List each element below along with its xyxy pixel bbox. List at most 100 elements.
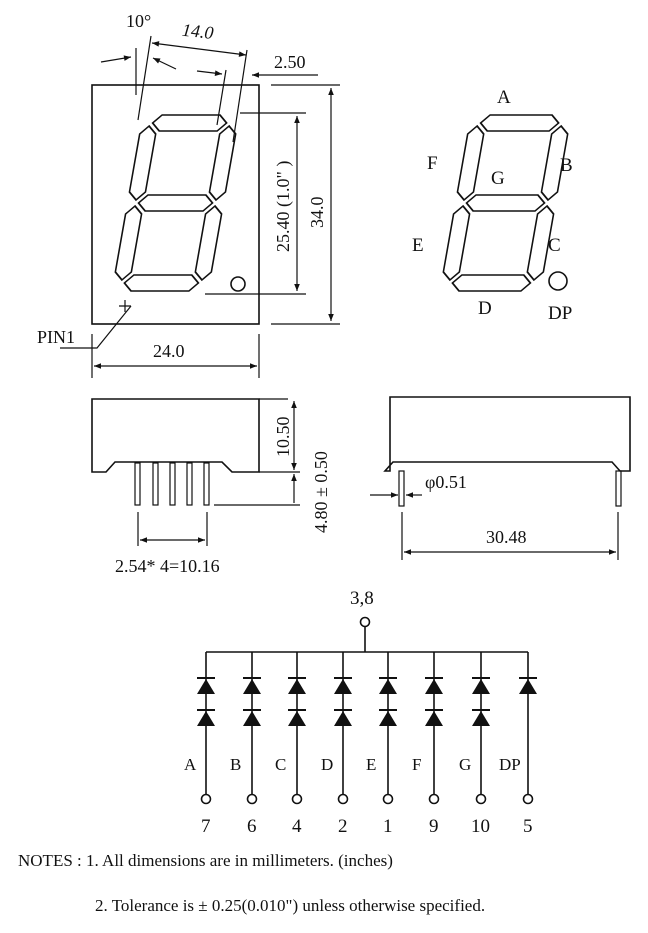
pin-diameter-label: φ0.51 <box>425 472 467 492</box>
circuit-column-g: G 10 <box>459 652 490 837</box>
circuit-column-dp: DP5 <box>499 652 537 837</box>
pin-number-label: 9 <box>429 816 439 837</box>
segment-g <box>137 194 214 212</box>
led-diode-icon <box>425 677 443 694</box>
pin-span-extensions <box>401 512 619 560</box>
side-view: 10.50 4.80 ± 0.50 2.54* 4=10.16 <box>91 398 331 576</box>
side-body-outline <box>91 398 260 473</box>
led-diode-icon <box>334 677 352 694</box>
segment-c <box>526 204 555 282</box>
pin-number-label: 10 <box>471 816 490 837</box>
segment-a <box>479 114 560 132</box>
led-diode-icon <box>243 709 261 726</box>
pin-terminal <box>382 793 394 805</box>
side-height-extensions <box>214 398 300 506</box>
offset-arrow <box>196 70 223 76</box>
segment-label-a: A <box>497 87 511 108</box>
pin-number-label: 6 <box>247 816 257 837</box>
end-body-outline <box>383 396 631 472</box>
end-pin-left <box>398 470 405 507</box>
pin-terminal <box>200 793 212 805</box>
pin-terminal <box>475 793 487 805</box>
side-pins <box>134 462 210 506</box>
led-diode-icon <box>197 677 215 694</box>
angle-arrow <box>100 55 132 63</box>
segment-name-label: F <box>412 755 421 774</box>
end-pin-right <box>615 470 622 507</box>
slant-line-left <box>137 35 152 121</box>
segment-b <box>540 124 569 202</box>
segment-name-label: C <box>275 755 286 774</box>
segment-label-f: F <box>427 153 438 174</box>
segment-label-b: B <box>560 155 573 176</box>
front-view: PIN1 10° 14.0 2.50 25.40 (1.0" ) 34.0 24… <box>37 11 340 378</box>
led-diode-icon <box>243 677 261 694</box>
segment-label-e: E <box>412 235 424 256</box>
segment-label-dp: DP <box>548 303 572 324</box>
pin1-label: PIN1 <box>37 327 75 347</box>
pin-span-label: 30.48 <box>486 527 527 547</box>
led-diode-icon <box>379 709 397 726</box>
led-diode-icon <box>334 709 352 726</box>
segment-b <box>208 124 237 202</box>
pin-terminal <box>291 793 303 805</box>
body-height-label: 34.0 <box>307 197 327 229</box>
segment-d <box>123 274 200 292</box>
body-width-ext-left <box>91 334 260 378</box>
circuit-column-c: C4 <box>275 652 306 837</box>
pin-length-label: 4.80 ± 0.50 <box>311 451 331 533</box>
pin-number-label: 1 <box>383 816 393 837</box>
segment-label-g: G <box>491 168 505 189</box>
pin-number-label: 2 <box>338 816 348 837</box>
segment-name-label: E <box>366 755 376 774</box>
digit-width-label: 14.0 <box>181 20 214 43</box>
angle-label: 10° <box>126 11 151 31</box>
circuit-column-f: F9 <box>412 652 443 837</box>
segment-dp <box>548 271 568 291</box>
width-dimension-arrow <box>151 41 247 57</box>
pin-terminal <box>337 793 349 805</box>
led-diode-icon <box>472 709 490 726</box>
common-pin-terminal <box>359 616 371 628</box>
end-view: φ0.51 30.48 <box>370 396 631 560</box>
segment-label-d: D <box>478 298 492 319</box>
body-width-label: 24.0 <box>153 341 185 361</box>
pitch-extensions <box>137 512 208 546</box>
seven-segment-digit <box>114 114 237 292</box>
segment-name-label: D <box>321 755 333 774</box>
note-line-2: 2. Tolerance is ± 0.25(0.010") unless ot… <box>95 896 485 915</box>
pin1-marker <box>60 300 132 349</box>
offset-label: 2.50 <box>274 52 306 72</box>
slant-line-right <box>232 49 248 143</box>
circuit-column-e: E1 <box>366 652 397 837</box>
pitch-label: 2.54* 4=10.16 <box>115 556 220 576</box>
segment-d <box>451 274 532 292</box>
decimal-point <box>230 276 246 292</box>
led-diode-icon <box>288 677 306 694</box>
circuit-column-d: D2 <box>321 652 352 837</box>
circuit-column-b: B6 <box>230 652 261 837</box>
segment-a <box>151 114 228 132</box>
segment-name-label: DP <box>499 755 521 774</box>
pin-terminal <box>428 793 440 805</box>
segment-f <box>128 124 157 202</box>
display-body-outline <box>91 84 260 325</box>
pin-terminal <box>522 793 534 805</box>
side-height-label: 10.50 <box>273 417 293 458</box>
note-line-1: NOTES : 1. All dimensions are in millime… <box>18 851 393 870</box>
slant-line-mid <box>216 69 227 126</box>
segment-label-c: C <box>548 235 561 256</box>
pin-terminal <box>246 793 258 805</box>
segment-name-label: G <box>459 755 471 774</box>
circuit-column-a: A7 <box>184 652 215 837</box>
led-diode-icon <box>288 709 306 726</box>
common-pin-label: 3,8 <box>350 588 374 609</box>
segment-f <box>456 124 485 202</box>
led-diode-icon <box>472 677 490 694</box>
segment-c <box>194 204 223 282</box>
led-diode-icon <box>197 709 215 726</box>
segment-g <box>465 194 546 212</box>
led-diode-icon <box>379 677 397 694</box>
